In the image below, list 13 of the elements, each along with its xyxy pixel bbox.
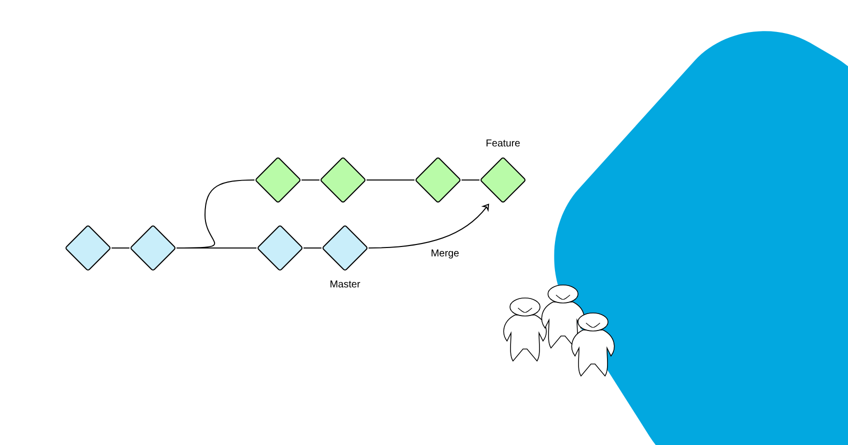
arrow [368, 204, 490, 248]
commit-diamond [480, 158, 526, 202]
edge-label: Merge [430, 248, 460, 260]
branch-line [176, 180, 255, 248]
commit-diamond [130, 226, 176, 270]
commit-diamond [256, 158, 300, 202]
commit-diamond [322, 226, 368, 270]
commit-diamond [320, 158, 366, 202]
commit-diamond [416, 158, 460, 202]
branch-label: Feature [486, 140, 520, 146]
commit-diamond [258, 226, 302, 270]
branch-label: Master [330, 280, 360, 288]
commit-diamond [66, 226, 110, 270]
